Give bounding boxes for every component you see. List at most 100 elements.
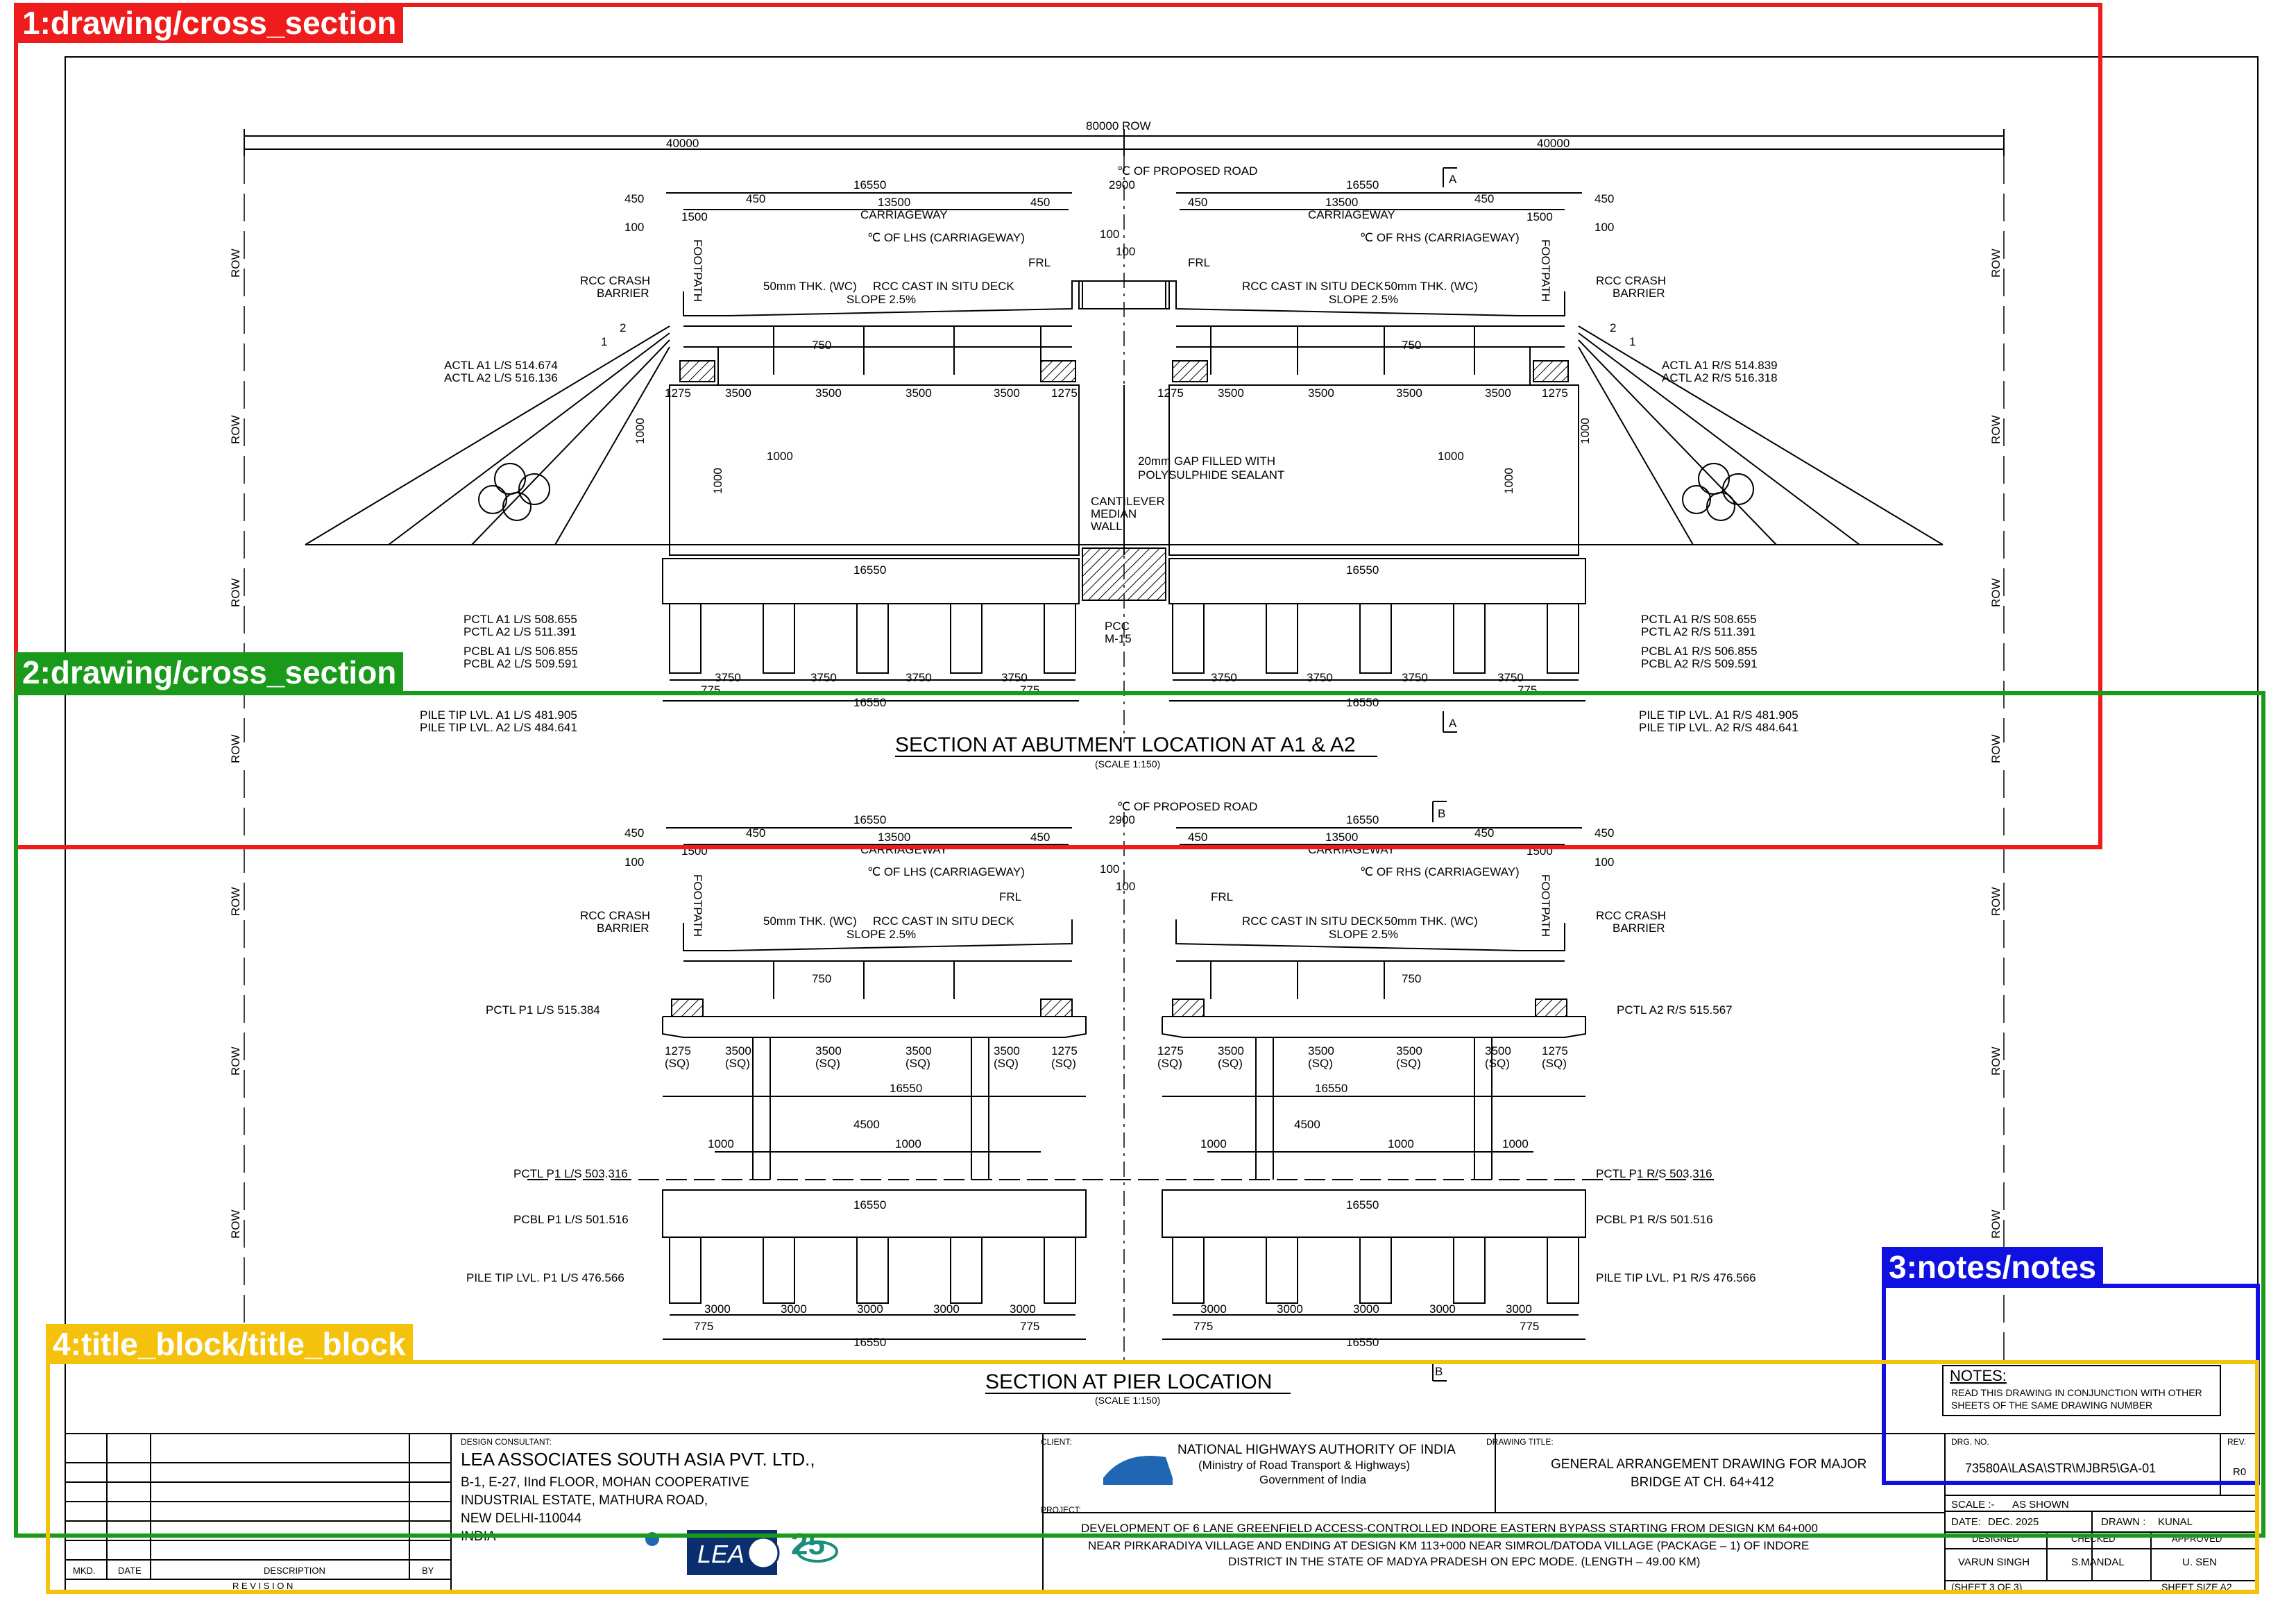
rev-value: R0 bbox=[2233, 1466, 2246, 1478]
pier-dim-3500-g: 3500 bbox=[1396, 1044, 1422, 1057]
title-block-text: MKD. DATE DESCRIPTION BY R E V I S I O N… bbox=[73, 1437, 2246, 1592]
dim-3750-f: 3750 bbox=[1307, 671, 1333, 684]
pier-half-width-left-3: 16550 bbox=[853, 1198, 886, 1212]
drawing-title-caption: DRAWING TITLE: bbox=[1486, 1437, 1554, 1447]
dim-100-right: 100 bbox=[1595, 221, 1614, 234]
deck-left: RCC CAST IN SITU DECK bbox=[873, 280, 1014, 293]
pier-cl-proposed-road: ℃ OF PROPOSED ROAD bbox=[1117, 800, 1257, 813]
lea-logo-text: LEA bbox=[697, 1540, 745, 1568]
annotation-label-cross-section-2: 2:drawing/cross_section bbox=[15, 652, 404, 692]
consultant-addr-1: B-1, E-27, IInd FLOOR, MOHAN COOPERATIVE bbox=[461, 1475, 749, 1490]
frl-right: FRL bbox=[1188, 256, 1210, 269]
pier-dim-3000-i: 3000 bbox=[1429, 1302, 1456, 1316]
pier-dim-3000-c: 3000 bbox=[857, 1302, 883, 1316]
dim-3750-e: 3750 bbox=[1211, 671, 1237, 684]
dim-450-a: 450 bbox=[624, 192, 644, 205]
pier-dim-100-right: 100 bbox=[1595, 856, 1614, 869]
pctl-r1: PCTL A1 R/S 508.655 bbox=[1641, 613, 1757, 626]
annotation-box-cross-section-1 bbox=[14, 3, 2102, 849]
pcbl-l1: PCBL A1 L/S 506.855 bbox=[464, 645, 578, 658]
dim-3750-b: 3750 bbox=[810, 671, 837, 684]
pier-crash-barrier-right-2: BARRIER bbox=[1613, 921, 1665, 935]
footpath-right: FOOTPATH bbox=[1539, 239, 1552, 302]
slope-h-left: 2 bbox=[620, 321, 626, 334]
consultant-name: LEA ASSOCIATES SOUTH ASIA PVT. LTD., bbox=[461, 1449, 815, 1470]
pier-dim-1275-d: 1275 bbox=[1542, 1044, 1568, 1057]
pier-half-width-left-4: 16550 bbox=[853, 1336, 886, 1349]
dim-3750-g: 3750 bbox=[1402, 671, 1428, 684]
date-value: DEC. 2025 bbox=[1988, 1516, 2039, 1528]
dim-1000-left: 1000 bbox=[767, 450, 793, 463]
dim-450-d: 450 bbox=[1188, 196, 1207, 209]
pier-carriageway-width-left: 13500 bbox=[878, 831, 910, 844]
pier-dim-3000-d: 3000 bbox=[933, 1302, 960, 1316]
sq-c: (SQ) bbox=[815, 1057, 840, 1070]
pier-section-scale: (SCALE 1:150) bbox=[1095, 1395, 1160, 1406]
pctl-p1-l-top: PCTL P1 L/S 515.384 bbox=[486, 1003, 600, 1017]
dim-750-left: 750 bbox=[812, 339, 831, 352]
pier-crash-barrier-left-2: BARRIER bbox=[597, 921, 649, 935]
notes-line-1: READ THIS DRAWING IN CONJUNCTION WITH OT… bbox=[1951, 1387, 2202, 1398]
pier-frl-left: FRL bbox=[999, 890, 1021, 903]
dim-3500-e: 3500 bbox=[1218, 386, 1244, 400]
row-label-b3: ROW bbox=[229, 1209, 242, 1239]
pier-dim-450-f: 450 bbox=[1595, 826, 1614, 840]
pier-half-width-left: 16550 bbox=[853, 813, 886, 826]
row-label-b6: ROW bbox=[1989, 1209, 2002, 1239]
row-label-b5: ROW bbox=[1989, 1046, 2002, 1076]
pier-dim-3500-h: 3500 bbox=[1485, 1044, 1511, 1057]
half-width-left: 16550 bbox=[853, 178, 886, 192]
pier-dim-1000-b: 1000 bbox=[895, 1137, 921, 1150]
pctl-p1-l: PCTL P1 L/S 503.316 bbox=[513, 1167, 628, 1180]
pcbl-r1: PCBL A1 R/S 506.855 bbox=[1641, 645, 1758, 658]
pier-dim-450-a: 450 bbox=[624, 826, 644, 840]
pile-p1-r: PILE TIP LVL. P1 R/S 476.566 bbox=[1596, 1271, 1756, 1284]
pile-r1: PILE TIP LVL. A1 R/S 481.905 bbox=[1639, 708, 1798, 722]
notes-block: NOTES: READ THIS DRAWING IN CONJUNCTION … bbox=[1942, 1365, 2221, 1416]
annotation-label-notes: 3:notes/notes bbox=[1882, 1247, 2104, 1287]
revision-by: BY bbox=[422, 1565, 434, 1576]
consultant-addr-2: INDUSTRIAL ESTATE, MATHURA ROAD, bbox=[461, 1493, 708, 1508]
checked-value: S.MANDAL bbox=[2071, 1556, 2125, 1568]
sq-a: (SQ) bbox=[665, 1057, 690, 1070]
pier-crash-barrier-left-1: RCC CRASH bbox=[580, 909, 650, 922]
drawn-caption: DRAWN : bbox=[2101, 1516, 2145, 1528]
dim-450-f: 450 bbox=[1595, 192, 1614, 205]
pier-dim-3000-j: 3000 bbox=[1506, 1302, 1532, 1316]
pier-crash-barrier-right-1: RCC CRASH bbox=[1596, 909, 1666, 922]
dim-450-c: 450 bbox=[1030, 196, 1050, 209]
slope-left: SLOPE 2.5% bbox=[847, 293, 916, 306]
dim-3500-g: 3500 bbox=[1396, 386, 1422, 400]
half-width-left-2: 16550 bbox=[853, 563, 886, 577]
cl-proposed-road: ℃ OF PROPOSED ROAD bbox=[1117, 164, 1257, 178]
row-label-b4: ROW bbox=[1989, 887, 2002, 916]
cl-rhs: ℃ OF RHS (CARRIAGEWAY) bbox=[1360, 231, 1520, 244]
slope-right: SLOPE 2.5% bbox=[1329, 293, 1398, 306]
row-label-a4: ROW bbox=[229, 734, 242, 763]
dim-1000-left-v: 1000 bbox=[633, 418, 647, 444]
pier-dim-750-left: 750 bbox=[812, 972, 831, 985]
revision-date: DATE bbox=[118, 1565, 142, 1576]
row-half-left: 40000 bbox=[666, 137, 699, 150]
pctl-l1: PCTL A1 L/S 508.655 bbox=[464, 613, 577, 626]
pier-dim-450-c: 450 bbox=[1030, 831, 1050, 844]
scale-value: AS SHOWN bbox=[2012, 1499, 2069, 1511]
dim-4500-right: 4500 bbox=[1294, 1118, 1320, 1131]
pier-dim-3500-a: 3500 bbox=[725, 1044, 751, 1057]
actl-l1: ACTL A1 L/S 514.674 bbox=[444, 359, 558, 372]
slope-v-left: 1 bbox=[601, 335, 607, 348]
dim-1275-a: 1275 bbox=[665, 386, 691, 400]
frl-left: FRL bbox=[1028, 256, 1051, 269]
pier-frl-right: FRL bbox=[1211, 890, 1233, 903]
pier-dim-3000-b: 3000 bbox=[781, 1302, 807, 1316]
pier-dim-1000-c: 1000 bbox=[1200, 1137, 1227, 1150]
median-dim: 2900 bbox=[1109, 178, 1135, 192]
dim-1275-c: 1275 bbox=[1157, 386, 1184, 400]
pier-carriageway-width-right: 13500 bbox=[1325, 831, 1358, 844]
pcbl-r2: PCBL A2 R/S 509.591 bbox=[1641, 657, 1758, 670]
pier-dim-100-median-b: 100 bbox=[1116, 880, 1135, 893]
pier-cross-section bbox=[244, 770, 2005, 1394]
actl-l2: ACTL A2 L/S 516.136 bbox=[444, 371, 558, 384]
row-label-b2: ROW bbox=[229, 1046, 242, 1076]
pier-dim-1275-b: 1275 bbox=[1051, 1044, 1078, 1057]
